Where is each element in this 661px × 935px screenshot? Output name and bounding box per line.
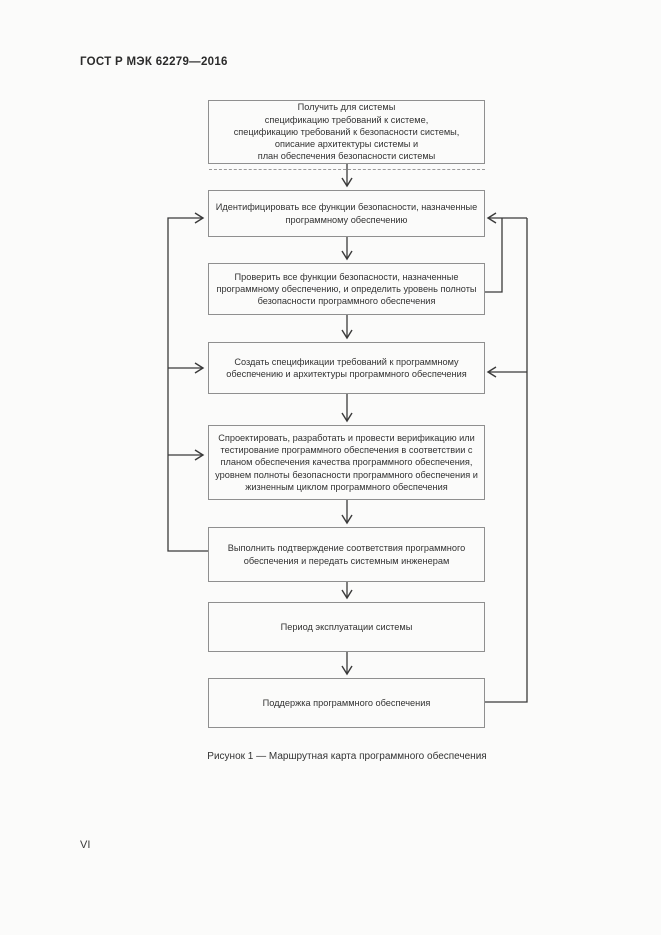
page-number: VI [80,839,91,851]
feedback-left-trunk [167,212,208,552]
flow-node-create-specifications: Создать спецификации требований к програ… [208,342,485,394]
flow-node-design-develop-verify: Спроектировать, разработать и провести в… [208,425,485,500]
flow-node-text: Создать спецификации требований к програ… [226,356,467,379]
flow-node-software-support: Поддержка программного обеспечения [208,678,485,728]
feedback-right-inner [485,218,503,293]
flow-node-system-operation: Период эксплуатации системы [208,602,485,652]
flow-node-text: Поддержка программного обеспечения [262,697,431,708]
flow-node-text: Проверить все функции безопасности, назн… [216,271,477,307]
flow-node-check-safety-functions: Проверить все функции безопасности, назн… [208,263,485,315]
flow-node-text: Получить для системы спецификацию требов… [233,102,460,162]
flow-node-system-inputs: Получить для системы спецификацию требов… [208,100,485,164]
figure-caption: Рисунок 1 — Маршрутная карта программног… [207,751,487,762]
flow-node-text: Период эксплуатации системы [280,621,413,632]
scan-artifact-line [209,169,485,170]
feedback-right-outer [485,218,528,703]
flow-node-text: Спроектировать, разработать и провести в… [215,432,478,492]
document-header: ГОСТ Р МЭК 62279—2016 [80,56,228,68]
flow-node-identify-safety-functions: Идентифицировать все функции безопасност… [208,190,485,237]
flow-node-validate-handover: Выполнить подтверждение соответствия про… [208,527,485,582]
flow-node-text: Выполнить подтверждение соответствия про… [227,543,466,566]
flow-node-text: Идентифицировать все функции безопасност… [215,202,478,225]
